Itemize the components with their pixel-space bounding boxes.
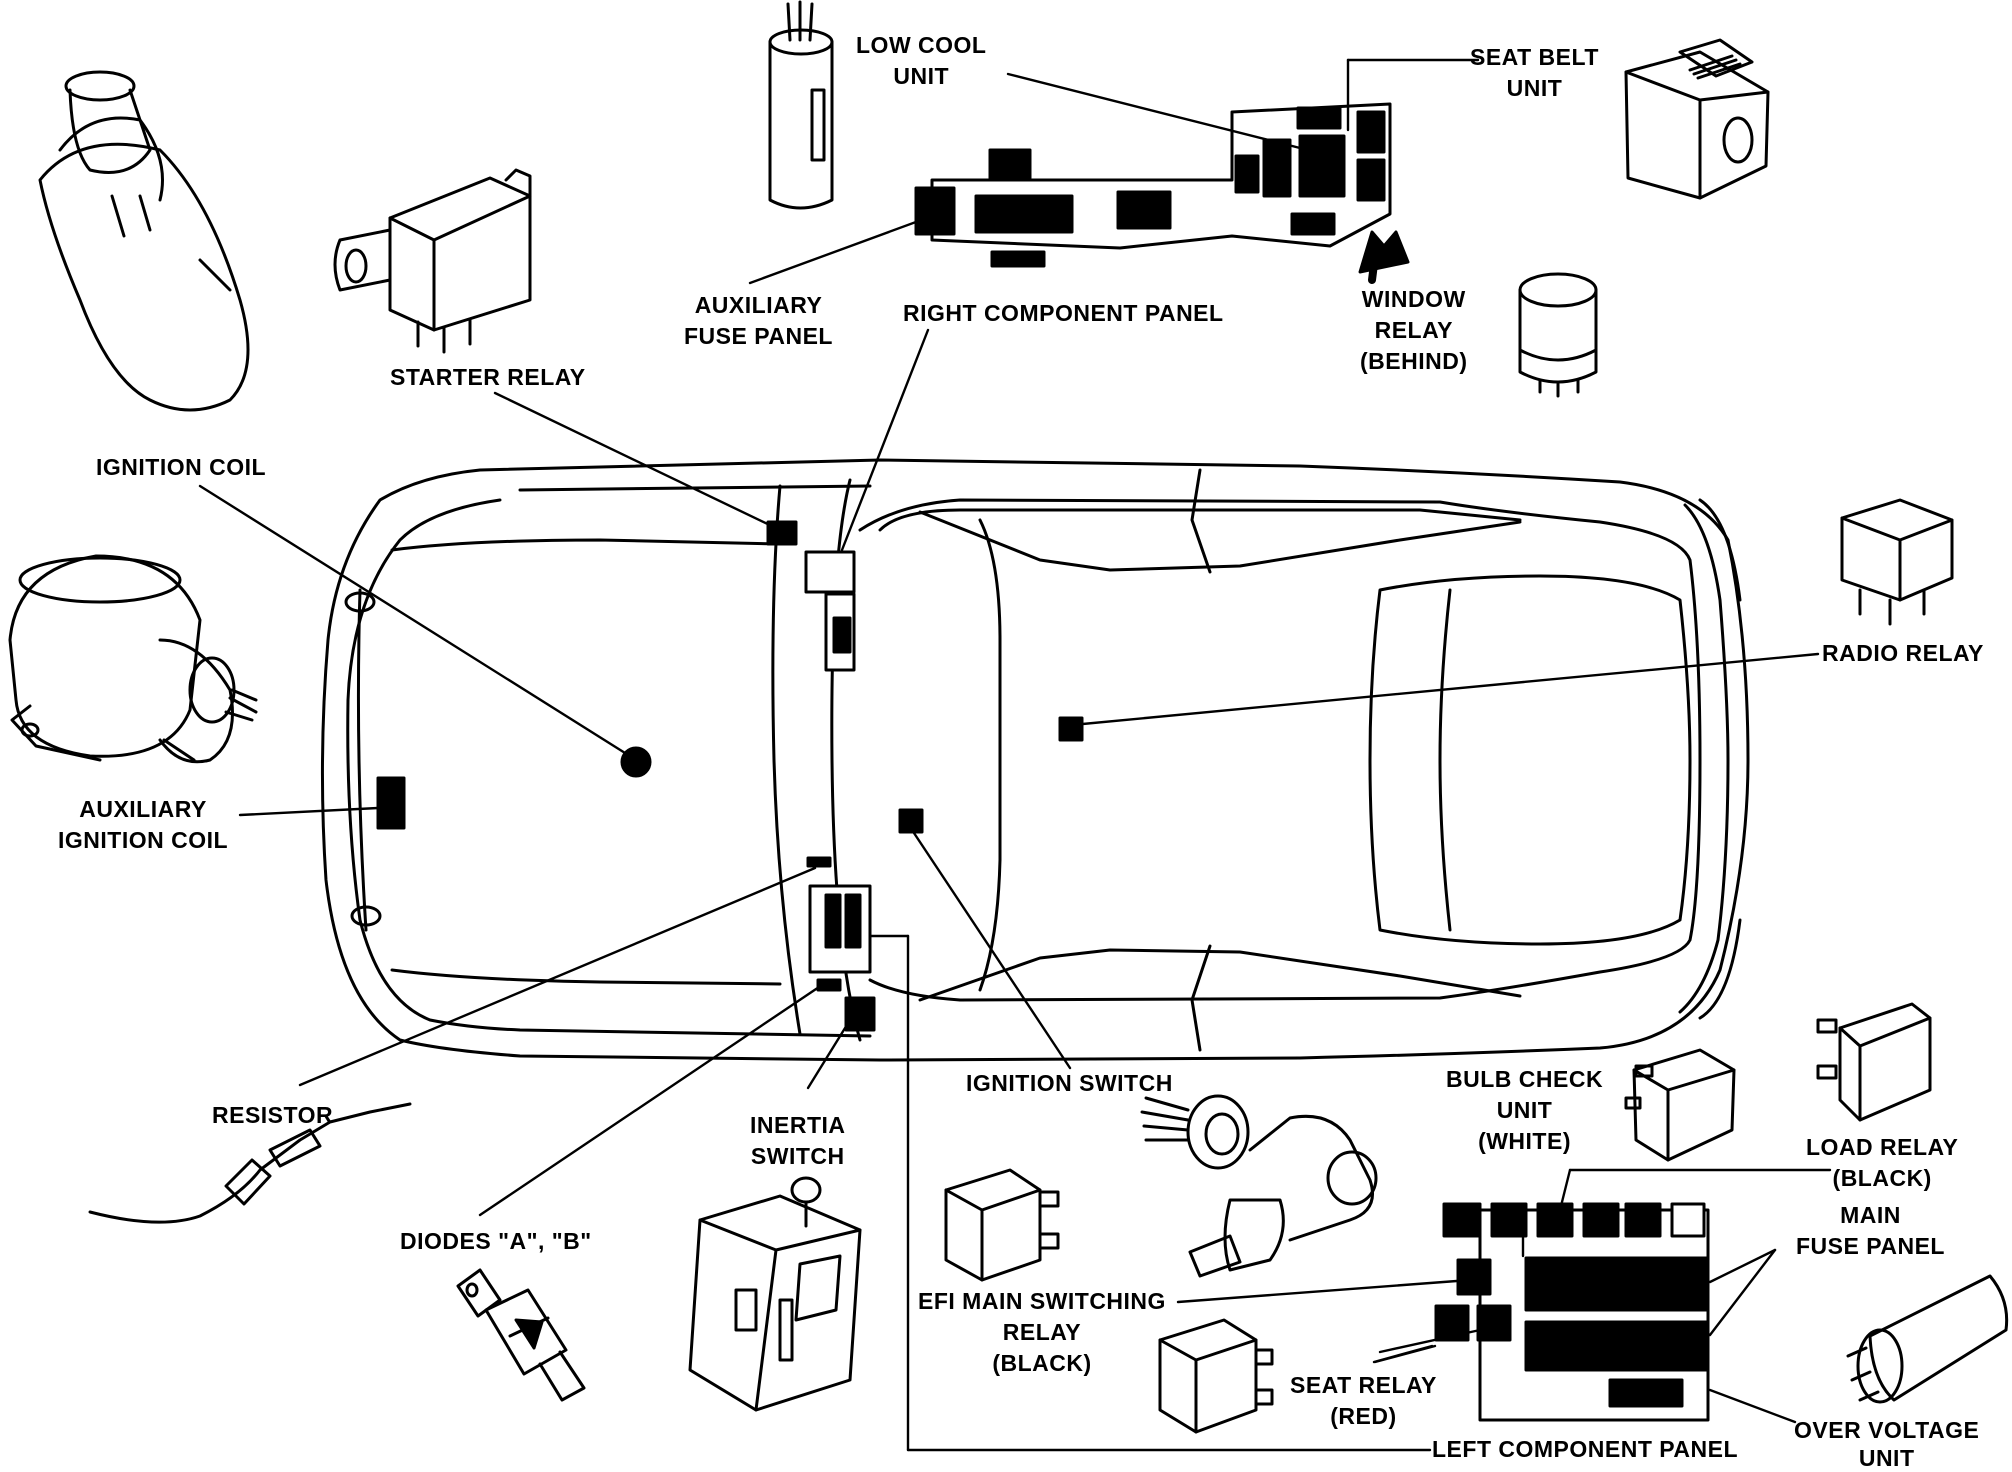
starter-relay-art bbox=[333, 168, 532, 354]
label-over-voltage-unit: OVER VOLTAGE UNIT bbox=[1794, 1417, 1980, 1471]
label-efi-main-switching-relay: EFI MAIN SWITCHING RELAY (BLACK) bbox=[918, 1288, 1166, 1376]
auxiliary-ignition-coil-art bbox=[8, 554, 258, 764]
label-seat-relay: SEAT RELAY (RED) bbox=[1290, 1372, 1437, 1429]
label-diodes: DIODES "A", "B" bbox=[400, 1228, 592, 1254]
seat-belt-unit-art bbox=[1624, 38, 1770, 200]
bulb-check-unit-art bbox=[1624, 1048, 1736, 1162]
label-auxiliary-ignition-coil: AUXILIARY IGNITION COIL bbox=[58, 796, 229, 853]
label-inertia-switch: INERTIA SWITCH bbox=[750, 1112, 846, 1169]
label-main-fuse-panel: MAIN FUSE PANEL bbox=[1796, 1202, 1945, 1259]
diodes-art bbox=[456, 1268, 586, 1402]
ignition-coil-art bbox=[38, 70, 250, 412]
label-radio-relay: RADIO RELAY bbox=[1822, 640, 1984, 666]
label-auxiliary-fuse-panel: AUXILIARY FUSE PANEL bbox=[684, 292, 833, 349]
label-left-component-panel: LEFT COMPONENT PANEL bbox=[1432, 1436, 1739, 1462]
label-right-component-panel: RIGHT COMPONENT PANEL bbox=[903, 300, 1224, 326]
leader-lines bbox=[198, 58, 1832, 1452]
window-relay-art bbox=[1518, 272, 1598, 398]
radio-relay-art bbox=[1840, 498, 1954, 626]
efi-relay-art bbox=[944, 1168, 1060, 1282]
label-low-cool-unit: LOW COOL UNIT bbox=[856, 32, 987, 89]
seat-relay-art bbox=[1158, 1318, 1274, 1434]
label-load-relay: LOAD RELAY (BLACK) bbox=[1806, 1134, 1959, 1191]
right-component-panel-art bbox=[914, 102, 1410, 284]
low-cool-unit-art bbox=[768, 0, 834, 210]
inertia-switch-art bbox=[688, 1176, 862, 1412]
load-relay-art bbox=[1816, 1002, 1932, 1122]
resistor-art bbox=[88, 1102, 412, 1224]
label-seat-belt-unit: SEAT BELT UNIT bbox=[1470, 44, 1599, 101]
label-ignition-switch: IGNITION SWITCH bbox=[966, 1070, 1173, 1096]
label-ignition-coil: IGNITION COIL bbox=[96, 454, 267, 480]
label-resistor: RESISTOR bbox=[212, 1102, 334, 1128]
label-starter-relay: STARTER RELAY bbox=[390, 364, 586, 390]
car-markers bbox=[376, 520, 1084, 1032]
label-window-relay: WINDOW RELAY (BEHIND) bbox=[1360, 286, 1468, 374]
over-voltage-unit-art bbox=[1846, 1274, 2009, 1404]
ignition-switch-art bbox=[1140, 1094, 1378, 1278]
left-component-panel-art bbox=[1434, 1202, 1710, 1422]
car-body bbox=[320, 458, 1750, 1062]
label-bulb-check-unit: BULB CHECK UNIT (WHITE) bbox=[1446, 1066, 1604, 1154]
